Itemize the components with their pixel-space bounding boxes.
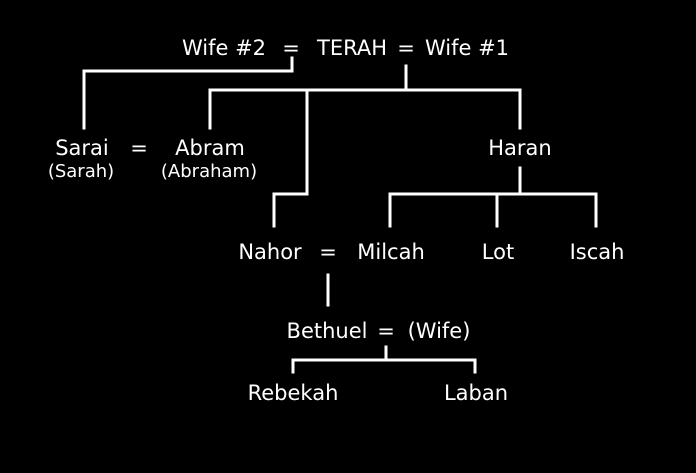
wife2-label: Wife #2: [181, 36, 267, 60]
abram-alt-name: (Abraham): [160, 161, 258, 182]
marriage-symbol: =: [282, 36, 300, 60]
rebekah-label: Rebekah: [247, 381, 339, 405]
wife1-label: Wife #1: [424, 36, 510, 60]
sarai-label: Sarai: [55, 136, 109, 160]
lot-label: Lot: [481, 240, 515, 264]
milcah-label: Milcah: [357, 240, 425, 264]
marriage-symbol: =: [319, 240, 337, 264]
haran-label: Haran: [488, 136, 552, 160]
iscah-label: Iscah: [569, 240, 625, 264]
bethuel-label: Bethuel: [286, 319, 368, 343]
laban-label: Laban: [443, 381, 509, 405]
abram-label: Abram: [175, 136, 245, 160]
bethuel-wife-label: (Wife): [407, 319, 471, 343]
marriage-symbol: =: [130, 136, 148, 160]
terah-label: TERAH: [317, 36, 387, 60]
marriage-symbol: =: [397, 36, 415, 60]
sarai-alt-name: (Sarah): [47, 161, 115, 182]
marriage-symbol: =: [377, 319, 395, 343]
nahor-label: Nahor: [238, 240, 302, 264]
